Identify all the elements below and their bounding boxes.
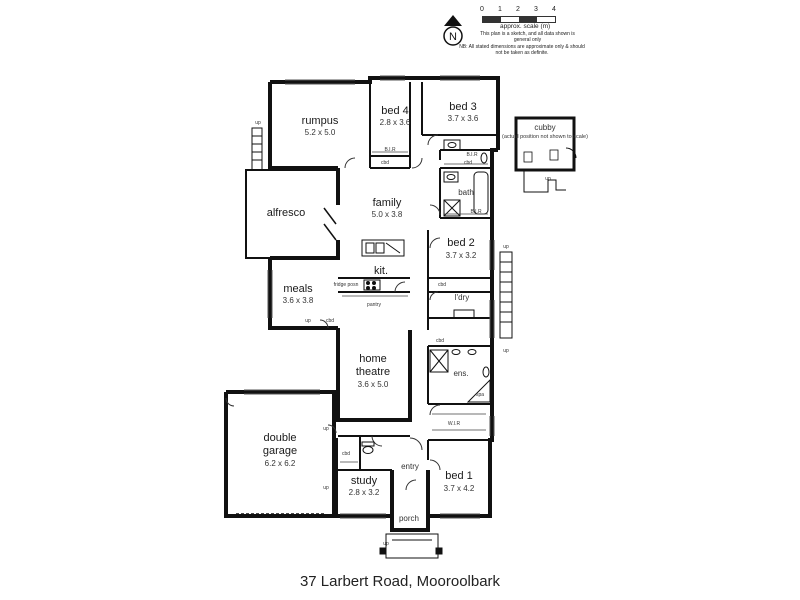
doors: [225, 134, 441, 491]
scale-bar: [482, 16, 556, 23]
dims-study: 2.8 x 3.2: [349, 488, 380, 497]
label-kitchen: kit.: [374, 265, 388, 277]
cubby: [514, 116, 577, 193]
toilet-study: [361, 441, 375, 454]
scale-tick-3: 3: [534, 6, 538, 13]
dims-rumpus: 5.2 x 5.0: [305, 128, 336, 137]
kitchen-island: [361, 239, 405, 257]
scale-tick-0: 0: [480, 6, 484, 13]
label-bath: bath: [458, 188, 474, 197]
label-bed2: bed 2: [447, 237, 475, 249]
property-address: 37 Larbert Road, Mooroolbark: [299, 573, 501, 590]
outer-walls: [224, 76, 500, 532]
dims-meals: 3.6 x 3.8: [283, 296, 314, 305]
label-fridge: fridge posn: [334, 282, 359, 288]
label-up-east-2: up: [503, 348, 509, 354]
scale-tick-4: 4: [552, 6, 556, 13]
dims-bed3: 3.7 x 3.6: [448, 114, 479, 123]
label-cubby: cubby: [534, 123, 555, 132]
note-sketch: This plan is a sketch, and all data show…: [480, 31, 575, 43]
label-porch: porch: [399, 514, 419, 523]
label-cbd-study: cbd: [342, 451, 350, 457]
dims-home-theatre: 3.6 x 5.0: [358, 380, 389, 389]
plan-legend: N 0 1 2 3 4 approx. scale (m) This plan …: [440, 6, 585, 66]
north-arrow-icon: N: [443, 15, 463, 46]
label-wir: W.I.R: [448, 421, 461, 427]
sliding-doors: [323, 207, 337, 241]
label-up-east-1: up: [503, 244, 509, 250]
label-home-theatre-1: home: [359, 353, 387, 365]
dims-bed4: 2.8 x 3.6: [380, 118, 411, 127]
north-label: N: [449, 31, 457, 43]
label-meals: meals: [283, 283, 313, 295]
label-up-porch: up: [383, 541, 389, 547]
windows: [244, 75, 495, 519]
label-up-meals: up: [305, 318, 311, 324]
label-bed4: bed 4: [381, 105, 409, 117]
label-bed1: bed 1: [445, 470, 473, 482]
stairs-rumpus: [251, 127, 263, 171]
scale-tick-2: 2: [516, 6, 520, 13]
scale-tick-1: 1: [498, 6, 502, 13]
label-rumpus: rumpus: [302, 115, 339, 127]
cooktop: [363, 279, 381, 291]
label-cbd-meals: cbd: [326, 318, 334, 324]
east-steps: [499, 251, 513, 339]
note-cubby: (actual position not shown to scale): [502, 134, 588, 140]
label-up-rumpus: up: [255, 120, 261, 126]
ensuite-fixtures: [429, 349, 491, 403]
label-laundry: l'dry: [455, 293, 469, 302]
label-spa: spa: [476, 392, 484, 398]
label-up-theatre: up: [323, 426, 329, 432]
label-cbd-bath: cbd: [464, 160, 472, 166]
dims-bed1: 3.7 x 4.2: [444, 484, 475, 493]
label-cbd-bed4: cbd: [381, 160, 389, 166]
label-bir-bed3: B.I.R: [466, 152, 478, 158]
label-bir-bed4: B.I.R: [384, 147, 396, 153]
label-up-cubby: up: [545, 176, 551, 182]
interior-walls: [336, 82, 498, 471]
label-bir-bed2: B.I.R: [470, 209, 482, 215]
label-alfresco: alfresco: [267, 207, 306, 219]
label-entry: entry: [401, 462, 419, 471]
dims-family: 5.0 x 3.8: [372, 210, 403, 219]
label-up-garage: up: [323, 485, 329, 491]
scale-label: approx. scale (m): [500, 23, 551, 30]
label-cbd-laundry: cbd: [438, 282, 446, 288]
label-ensuite: ens.: [453, 369, 468, 378]
label-garage-2: garage: [263, 445, 297, 457]
label-family: family: [373, 197, 402, 209]
label-bed3: bed 3: [449, 101, 477, 113]
note-dimensions: NB: All stated dimensions are approximat…: [459, 44, 585, 56]
label-pantry: pantry: [367, 302, 381, 308]
porch-steps: [379, 533, 443, 559]
label-study: study: [351, 475, 378, 487]
alfresco-outline: [245, 169, 338, 259]
label-home-theatre-2: theatre: [356, 366, 390, 378]
wardrobe-lines: [340, 151, 488, 463]
dims-garage: 6.2 x 6.2: [265, 459, 296, 468]
label-garage-1: double: [263, 432, 296, 444]
dims-bed2: 3.7 x 3.2: [446, 251, 477, 260]
label-cbd-hall: cbd: [436, 338, 444, 344]
